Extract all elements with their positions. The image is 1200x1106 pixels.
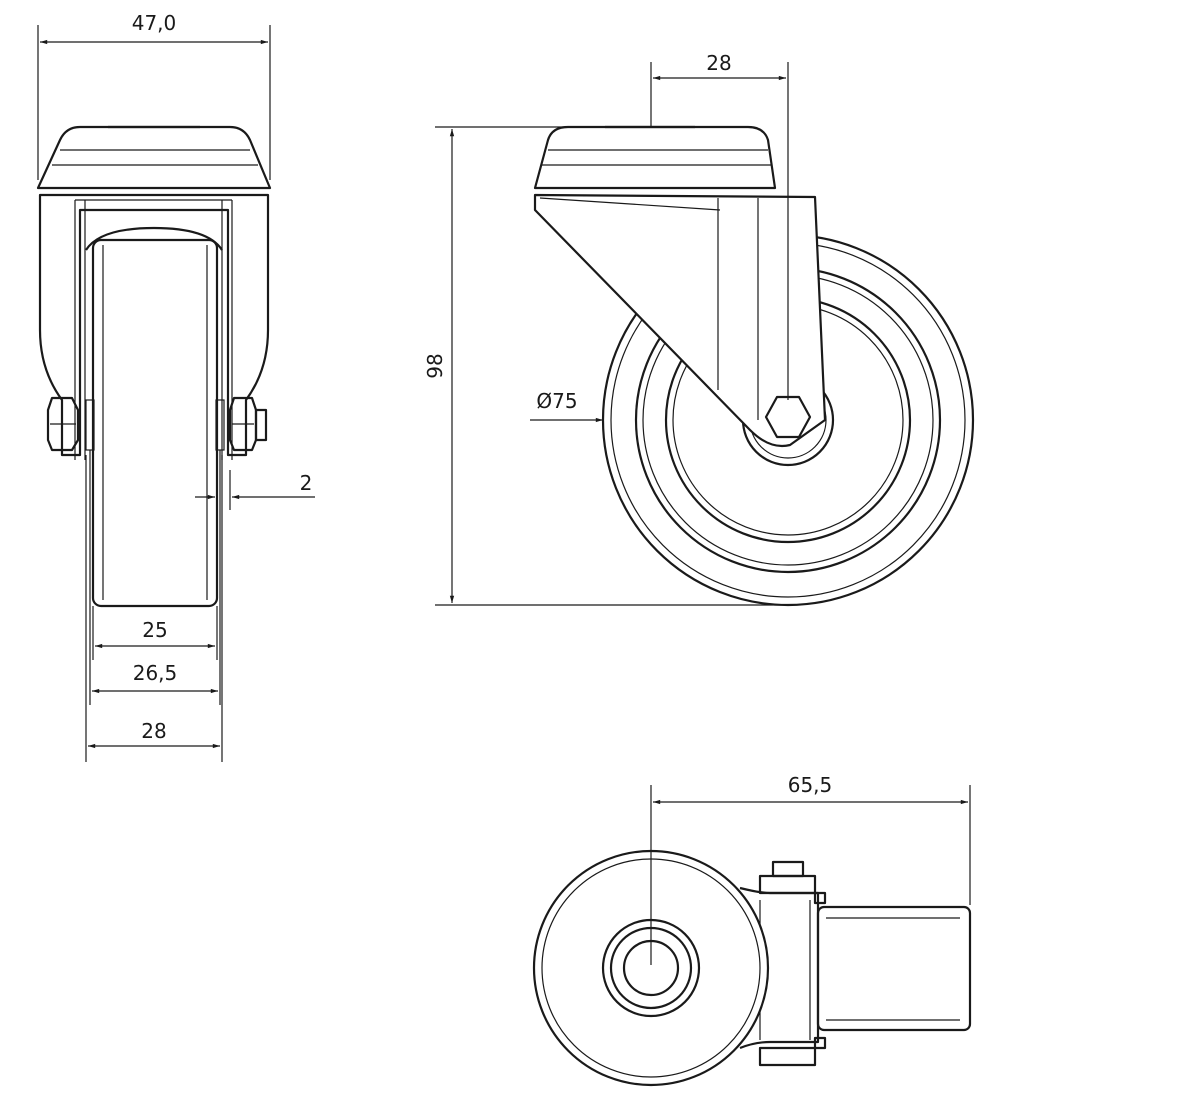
dim-offset: 28: [706, 51, 731, 75]
nut-left-icon: [46, 396, 80, 452]
dim-wheel-diameter: Ø75: [536, 389, 577, 413]
dim-wheel-width: 25: [142, 618, 167, 642]
dim-tread-gap: 2: [300, 471, 313, 495]
front-view: [36, 125, 272, 608]
dim-overall-width: 47,0: [132, 11, 177, 35]
top-dimensions: 65,5: [650, 773, 971, 965]
front-dimensions: 47,0 2 25 26,5 28: [37, 11, 315, 762]
dim-hub-width: 26,5: [133, 661, 178, 685]
dim-swivel-radius: 65,5: [788, 773, 833, 797]
dim-bracket-width: 28: [141, 719, 166, 743]
side-view: [533, 125, 975, 607]
top-view: [532, 849, 972, 1087]
nut-right-icon: [228, 396, 258, 452]
axle-nut-icon: [764, 395, 812, 439]
side-dimensions: 98 28 Ø75: [423, 51, 790, 606]
dim-height: 98: [423, 353, 447, 378]
